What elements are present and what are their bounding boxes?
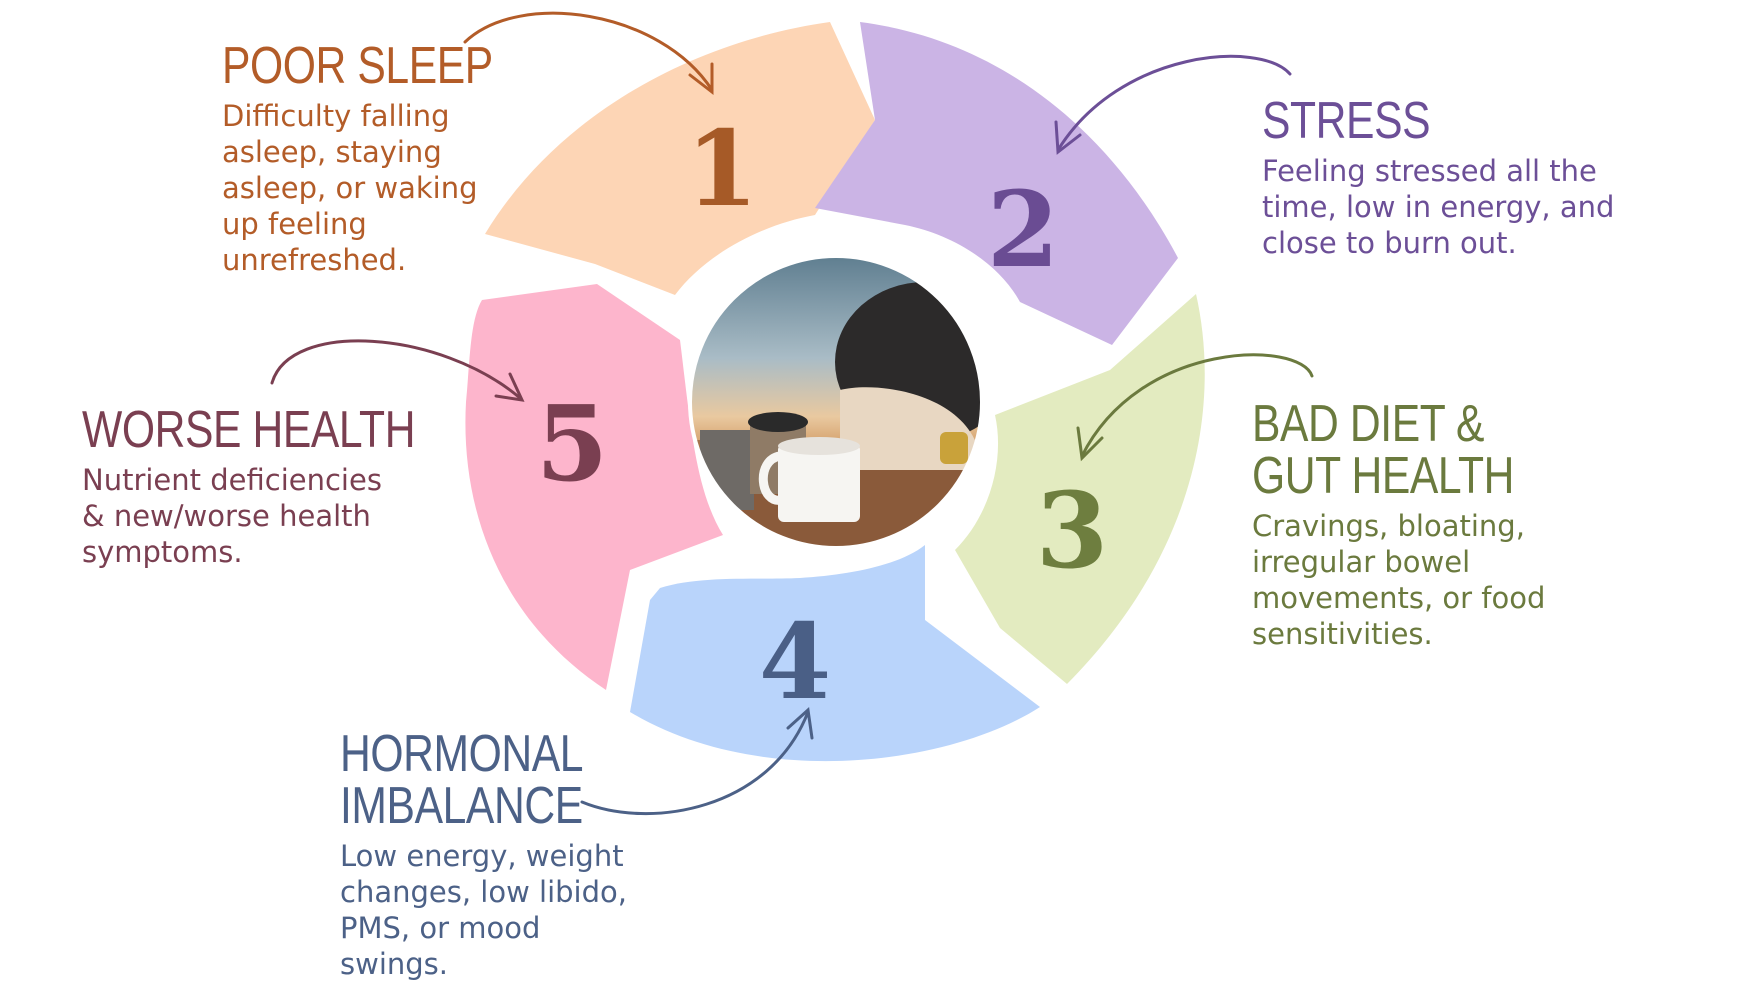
step-number-3: 3 <box>1036 469 1108 592</box>
step-label-bad-diet-gut-health: BAD DIET & GUT HEALTH Cravings, bloating… <box>1252 398 1572 652</box>
step-label-stress: STRESS Feeling stressed all the time, lo… <box>1262 95 1614 261</box>
step-title-line: HORMONAL <box>340 728 583 780</box>
step-title-line: BAD DIET & <box>1252 398 1514 450</box>
step-description-line: Difficulty falling <box>222 98 552 134</box>
step-label-poor-sleep: POOR SLEEP Difficulty falling asleep, st… <box>222 40 552 278</box>
step-title: BAD DIET & GUT HEALTH <box>1252 398 1514 502</box>
step-description-line: PMS, or mood <box>340 910 636 946</box>
step-title-line: WORSE HEALTH <box>82 404 415 456</box>
step-description-line: asleep, or waking <box>222 170 552 206</box>
step-description-line: Low energy, weight <box>340 838 636 874</box>
step-title: HORMONAL IMBALANCE <box>340 728 583 832</box>
step-label-worse-health: WORSE HEALTH Nutrient deficiencies & new… <box>82 404 488 570</box>
step-title-line: IMBALANCE <box>340 780 583 832</box>
step-description-line: unrefreshed. <box>222 242 552 278</box>
step-title: STRESS <box>1262 95 1551 147</box>
step-description-line: swings. <box>340 946 636 982</box>
step-description: Cravings, bloating, irregular bowel move… <box>1252 508 1572 652</box>
step-title: POOR SLEEP <box>222 40 493 92</box>
step-number-1: 1 <box>686 107 758 230</box>
step-description-line: irregular bowel <box>1252 544 1572 580</box>
step-description-line: symptoms. <box>82 534 488 570</box>
step-label-hormonal-imbalance: HORMONAL IMBALANCE Low energy, weight ch… <box>340 728 636 982</box>
step-description-line: Feeling stressed all the <box>1262 153 1614 189</box>
step-number-2: 2 <box>987 168 1059 291</box>
step-description: Difficulty falling asleep, staying aslee… <box>222 98 552 278</box>
step-description-line: time, low in energy, and <box>1262 189 1614 225</box>
step-description-line: sensitivities. <box>1252 616 1572 652</box>
step-description: Low energy, weight changes, low libido, … <box>340 838 636 982</box>
step-description-line: asleep, staying <box>222 134 552 170</box>
arrow-icon-2 <box>1056 56 1290 152</box>
step-description: Feeling stressed all the time, low in en… <box>1262 153 1614 261</box>
step-title-line: POOR SLEEP <box>222 40 493 92</box>
step-description-line: movements, or food <box>1252 580 1572 616</box>
step-title-line: GUT HEALTH <box>1252 450 1514 502</box>
step-number-5: 5 <box>536 382 608 505</box>
step-title: WORSE HEALTH <box>82 404 415 456</box>
step-description-line: changes, low libido, <box>340 874 636 910</box>
step-title-line: STRESS <box>1262 95 1551 147</box>
step-description-line: Nutrient deficiencies <box>82 462 488 498</box>
step-description-line: Cravings, bloating, <box>1252 508 1572 544</box>
step-description-line: & new/worse health <box>82 498 488 534</box>
step-description: Nutrient deficiencies & new/worse health… <box>82 462 488 570</box>
step-number-4: 4 <box>759 600 831 723</box>
step-description-line: close to burn out. <box>1262 225 1614 261</box>
step-description-line: up feeling <box>222 206 552 242</box>
